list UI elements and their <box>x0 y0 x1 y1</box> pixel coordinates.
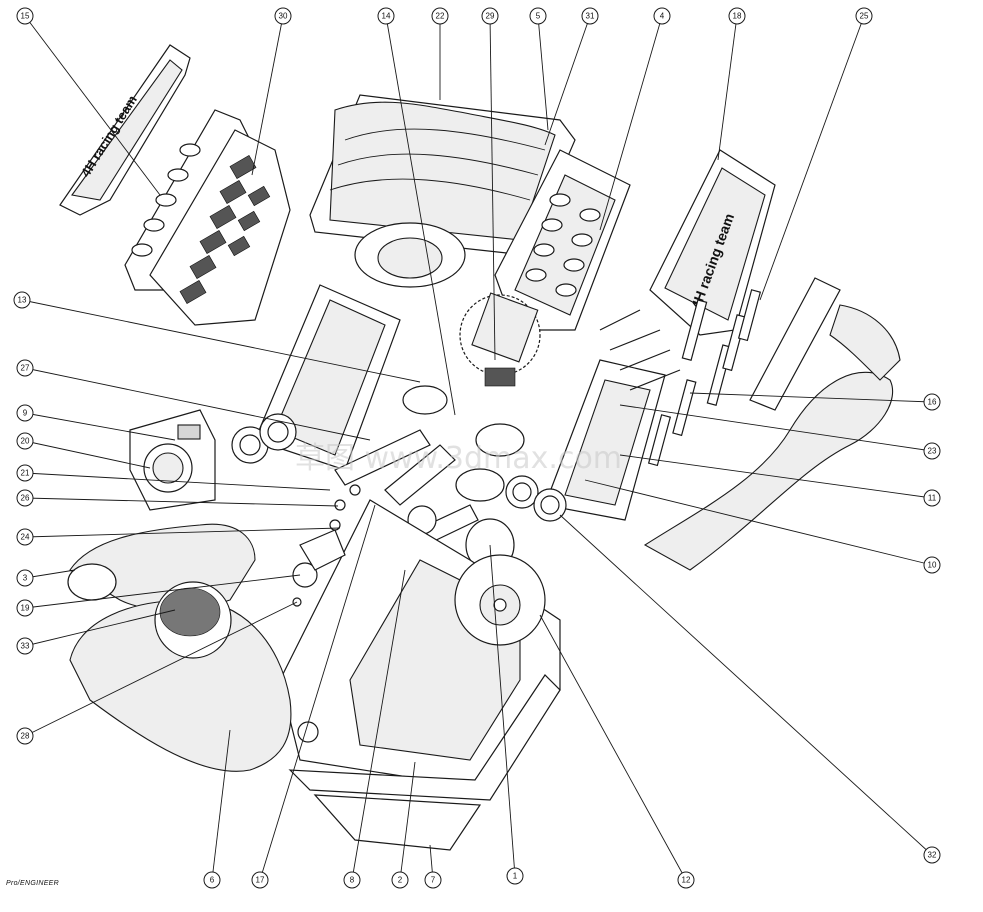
camshaft-valve-cluster-left <box>124 109 291 326</box>
callout-22: 22 <box>431 7 449 25</box>
intake-runners-right <box>647 289 762 467</box>
software-footer-label: Pro/ENGINEER <box>6 880 59 887</box>
svg-text:22: 22 <box>436 12 445 21</box>
callout-11: 11 <box>923 489 941 507</box>
svg-text:3: 3 <box>23 574 28 583</box>
callout-5: 5 <box>529 7 547 25</box>
right-exhaust-header <box>643 277 901 571</box>
svg-text:6: 6 <box>210 876 215 885</box>
svg-text:12: 12 <box>682 876 691 885</box>
svg-text:28: 28 <box>21 732 30 741</box>
svg-text:1: 1 <box>513 872 518 881</box>
callout-20: 20 <box>16 432 34 450</box>
svg-text:7: 7 <box>431 876 436 885</box>
callout-33: 33 <box>16 637 34 655</box>
svg-text:19: 19 <box>21 604 30 613</box>
svg-text:30: 30 <box>279 12 288 21</box>
callout-12: 12 <box>677 871 695 889</box>
left-exhaust-system <box>67 523 292 772</box>
callout-10: 10 <box>923 556 941 574</box>
svg-text:14: 14 <box>382 12 391 21</box>
svg-text:24: 24 <box>21 533 30 542</box>
callout-32: 32 <box>923 846 941 864</box>
callout-28: 28 <box>16 727 34 745</box>
svg-text:31: 31 <box>586 12 595 21</box>
svg-text:11: 11 <box>928 494 937 503</box>
svg-text:4: 4 <box>660 12 665 21</box>
callout-24: 24 <box>16 528 34 546</box>
watermark-text: 草图 www.3dmax.com <box>295 441 622 476</box>
callout-16: 16 <box>923 393 941 411</box>
callout-9: 9 <box>16 404 34 422</box>
callout-13: 13 <box>13 291 31 309</box>
water-pump <box>292 529 346 588</box>
callout-27: 27 <box>16 359 34 377</box>
callout-19: 19 <box>16 599 34 617</box>
callout-21: 21 <box>16 464 34 482</box>
callout-23: 23 <box>923 442 941 460</box>
callout-25: 25 <box>855 7 873 25</box>
svg-text:32: 32 <box>928 851 937 860</box>
svg-text:17: 17 <box>256 876 265 885</box>
svg-text:33: 33 <box>21 642 30 651</box>
throttle-body <box>129 409 216 511</box>
oil-pan <box>313 794 482 851</box>
callout-29: 29 <box>481 7 499 25</box>
svg-text:5: 5 <box>536 12 541 21</box>
callout-15: 15 <box>16 7 34 25</box>
callout-4: 4 <box>653 7 671 25</box>
svg-text:20: 20 <box>21 437 30 446</box>
callout-26: 26 <box>16 489 34 507</box>
svg-text:18: 18 <box>733 12 742 21</box>
callout-2: 2 <box>391 871 409 889</box>
callout-6: 6 <box>203 871 221 889</box>
callout-30: 30 <box>274 7 292 25</box>
svg-text:29: 29 <box>486 12 495 21</box>
callout-31: 31 <box>581 7 599 25</box>
svg-text:9: 9 <box>23 409 28 418</box>
callout-8: 8 <box>343 871 361 889</box>
callout-1: 1 <box>506 867 524 885</box>
svg-text:2: 2 <box>398 876 403 885</box>
svg-text:27: 27 <box>21 364 30 373</box>
engine-block <box>279 499 561 801</box>
camshaft-cluster-right <box>494 149 631 331</box>
right-cam-cover: 4H racing team <box>649 149 776 336</box>
svg-text:26: 26 <box>21 494 30 503</box>
callout-17: 17 <box>251 871 269 889</box>
timing-gear <box>459 292 541 387</box>
svg-text:23: 23 <box>928 447 937 456</box>
svg-text:10: 10 <box>928 561 937 570</box>
svg-text:13: 13 <box>18 296 27 305</box>
callout-7: 7 <box>424 871 442 889</box>
svg-text:15: 15 <box>21 12 30 21</box>
intake-manifold-top <box>309 94 576 288</box>
callout-18: 18 <box>728 7 746 25</box>
svg-text:21: 21 <box>21 469 30 478</box>
callout-3: 3 <box>16 569 34 587</box>
svg-text:25: 25 <box>860 12 869 21</box>
svg-text:16: 16 <box>928 398 937 407</box>
leader-lines <box>21 15 933 881</box>
callout-14: 14 <box>377 7 395 25</box>
svg-text:8: 8 <box>350 876 355 885</box>
right-cylinder-head <box>505 309 681 522</box>
